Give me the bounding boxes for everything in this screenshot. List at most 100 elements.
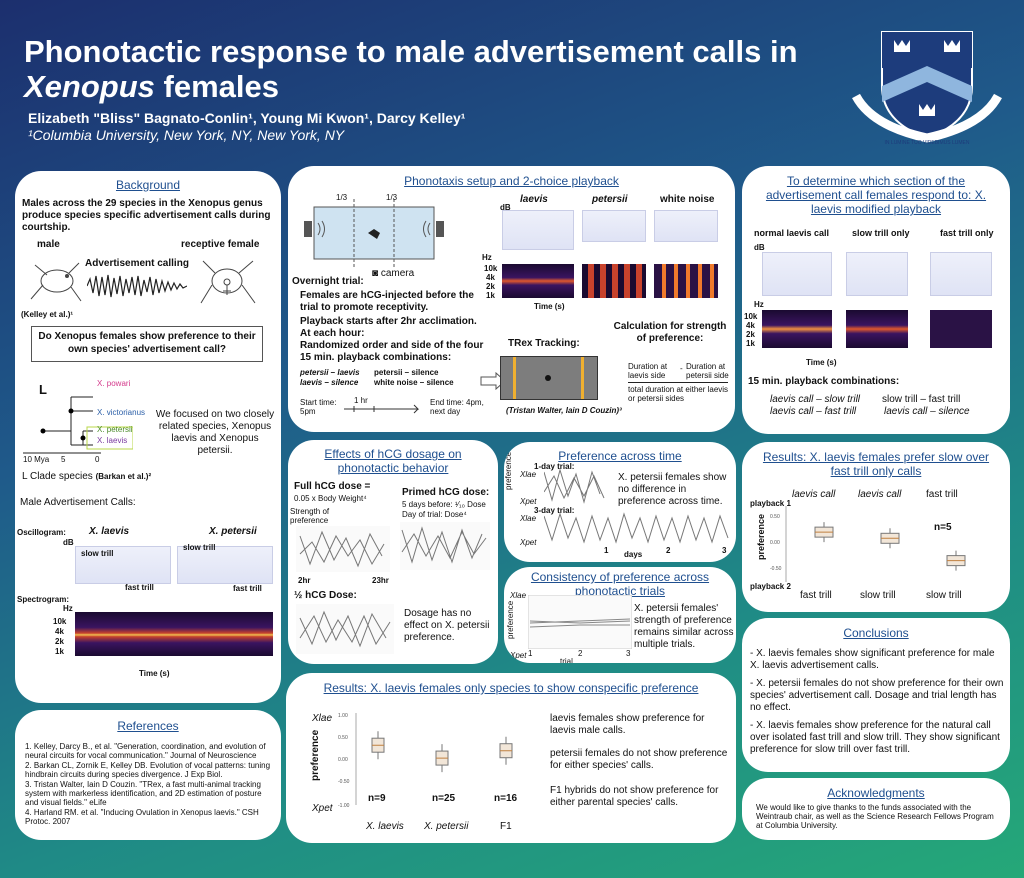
top-2: laevis call [858,489,902,500]
freq-4k: 4k [486,273,495,282]
time-pref-title: Preference across time [558,449,682,463]
full-dose-val: 0.05 x Body Weight⁴ [294,494,367,503]
hour-label: 1 hr [354,396,368,405]
tick-3: 3 [626,649,631,658]
hz-label: Hz [63,604,73,613]
ref-2: 2. Barkan CL, Zornik E, Kelley DB. Evolu… [25,761,271,779]
y-label: preference [756,513,766,560]
camera-label: ◙ camera [372,268,415,279]
tick-1: 1 [604,546,609,555]
xpet-label-2: Xpet [520,538,537,547]
hcg-panel: Effects of hCG dosage on phonotactic beh… [288,440,498,664]
bottom-1: fast trill [800,590,832,601]
combo-3: petersii – silence [374,368,439,377]
species-powari: X. powari [97,379,131,388]
slow-trill-label: slow trill [81,549,114,558]
mod-combo-2: laevis call – fast trill [770,406,857,417]
primed-dose-chart [400,522,490,570]
time-preference-panel: Preference across time 1-day trial: Xlae… [504,442,736,562]
calc-num-2: Duration at petersii side [686,362,729,380]
hz-label: Hz [754,300,764,309]
n-petersii: n=25 [432,793,456,804]
xlae-label: Xlae [520,470,537,479]
xpet-label: Xpet [520,497,537,506]
slow-trill-label-2: slow trill [183,543,216,552]
ack-title: Acknowledgments [827,786,925,800]
trex-label: TRex Tracking: [508,338,580,349]
ytick-2: -0.50 [770,566,782,572]
primed-dose: Primed hCG dose: [402,487,490,498]
full-dose-chart [296,526,390,572]
authors: Elizabeth "Bliss" Bagnato-Conlin¹, Young… [28,110,466,126]
background-spectrogram [75,612,273,656]
xpet-label: Xpet [312,803,333,814]
half-dose: ½ hCG Dose: [294,590,357,601]
freq-10k: 10k [53,617,67,626]
normal-spec [762,310,832,348]
xlae-label-2: Xlae [520,514,537,523]
phonotaxis-panel: Phonotaxis setup and 2-choice playback 1… [288,166,735,432]
freq-4k: 4k [55,627,64,636]
bottom-3: slow trill [926,590,962,601]
svg-text:IN LUMINE TUO VIDEBIMUS LUMEN: IN LUMINE TUO VIDEBIMUS LUMEN [885,140,970,146]
freq-10k: 10k [744,312,758,321]
trial-3day: 3-day trial: [534,506,575,515]
species-laevis: X. laevis [97,436,128,445]
species-boxplot: 1.00 0.50 0.00 -0.50 -1.00 [338,713,513,809]
tick-1: 1 [528,649,533,658]
calc-num-1: Duration at laevis side [628,362,668,380]
species-petersii: X. petersii [97,425,133,434]
ytick-4: -1.00 [338,803,350,809]
col-white-noise: white noise [660,194,715,205]
background-panel: Background Males across the 29 species i… [15,171,281,703]
time-label: Time (s) [806,358,837,367]
conclusion-1: - X. laevis females show significant pre… [750,648,995,671]
bottom-2: slow trill [860,590,896,601]
acknowledgments-panel: Acknowledgments We would like to give th… [742,778,1010,840]
col-laevis: laevis [520,194,548,205]
freq-4k: 4k [746,321,755,330]
db-label: dB [754,243,765,252]
laevis-spec [502,264,574,298]
columbia-crest-icon: IN LUMINE TUO VIDEBIMUS LUMEN [852,31,1002,146]
ref-1: 1. Kelley, Darcy B., et al. "Generation,… [25,742,266,760]
hcg-title: Effects of hCG dosage on phonotactic beh… [324,447,462,475]
col-normal: normal laevis call [754,228,830,238]
species-victorianus: X. victorianus [97,408,146,417]
modified-playback-panel: To determine which section of the advert… [742,166,1010,434]
calc-minus: - [680,364,683,373]
time-23hr: 23hr [372,576,389,585]
time-pref-text: X. petersii females show no difference i… [618,472,727,507]
col-fast: fast trill only [940,228,994,238]
citation-kelley: (Kelley et al.)¹ [21,310,74,319]
combo-4: white noise – silence [374,378,454,387]
days-label: days [624,550,643,559]
phonotaxis-title: Phonotaxis setup and 2-choice playback [404,174,619,188]
ref-3: 3. Tristan Walter, Iain D Couzin. "TRex,… [25,780,262,807]
modified-title: To determine which section of the advert… [765,174,987,216]
freq-2k: 2k [486,282,495,291]
hz-label: Hz [482,253,492,262]
group-petersii: X. petersii [424,821,469,832]
trial-1day: 1-day trial: [534,462,575,471]
male-frog-icon [30,262,82,302]
end-time: End time: 4pm, next day [430,398,484,416]
female-frog-icon [200,260,256,304]
male-calls-label: Male Advertisement Calls: [20,497,136,508]
three-day-chart [544,512,729,544]
ytick-1: 0.50 [338,735,348,741]
col-petersii: petersii [592,194,628,205]
col-slow: slow trill only [852,228,910,238]
third-left: 1/3 [336,193,348,202]
calc-title: Calculation for strength of preference: [613,321,727,344]
conclusions-title: Conclusions [843,626,909,640]
background-intro: Males across the 29 species in the Xenop… [22,198,271,233]
freq-1k: 1k [746,339,755,348]
step-3: At each hour: [300,328,365,339]
combo-1: petersii – laevis [300,368,360,377]
noise-spec [654,264,718,298]
results-trill-panel: Results: X. laevis females prefer slow o… [742,442,1010,612]
tick-2: 2 [666,546,671,555]
species-text-3: F1 hybrids do not show preference for ei… [550,785,719,808]
primed-2: Day of trial: Dose⁴ [402,510,467,519]
